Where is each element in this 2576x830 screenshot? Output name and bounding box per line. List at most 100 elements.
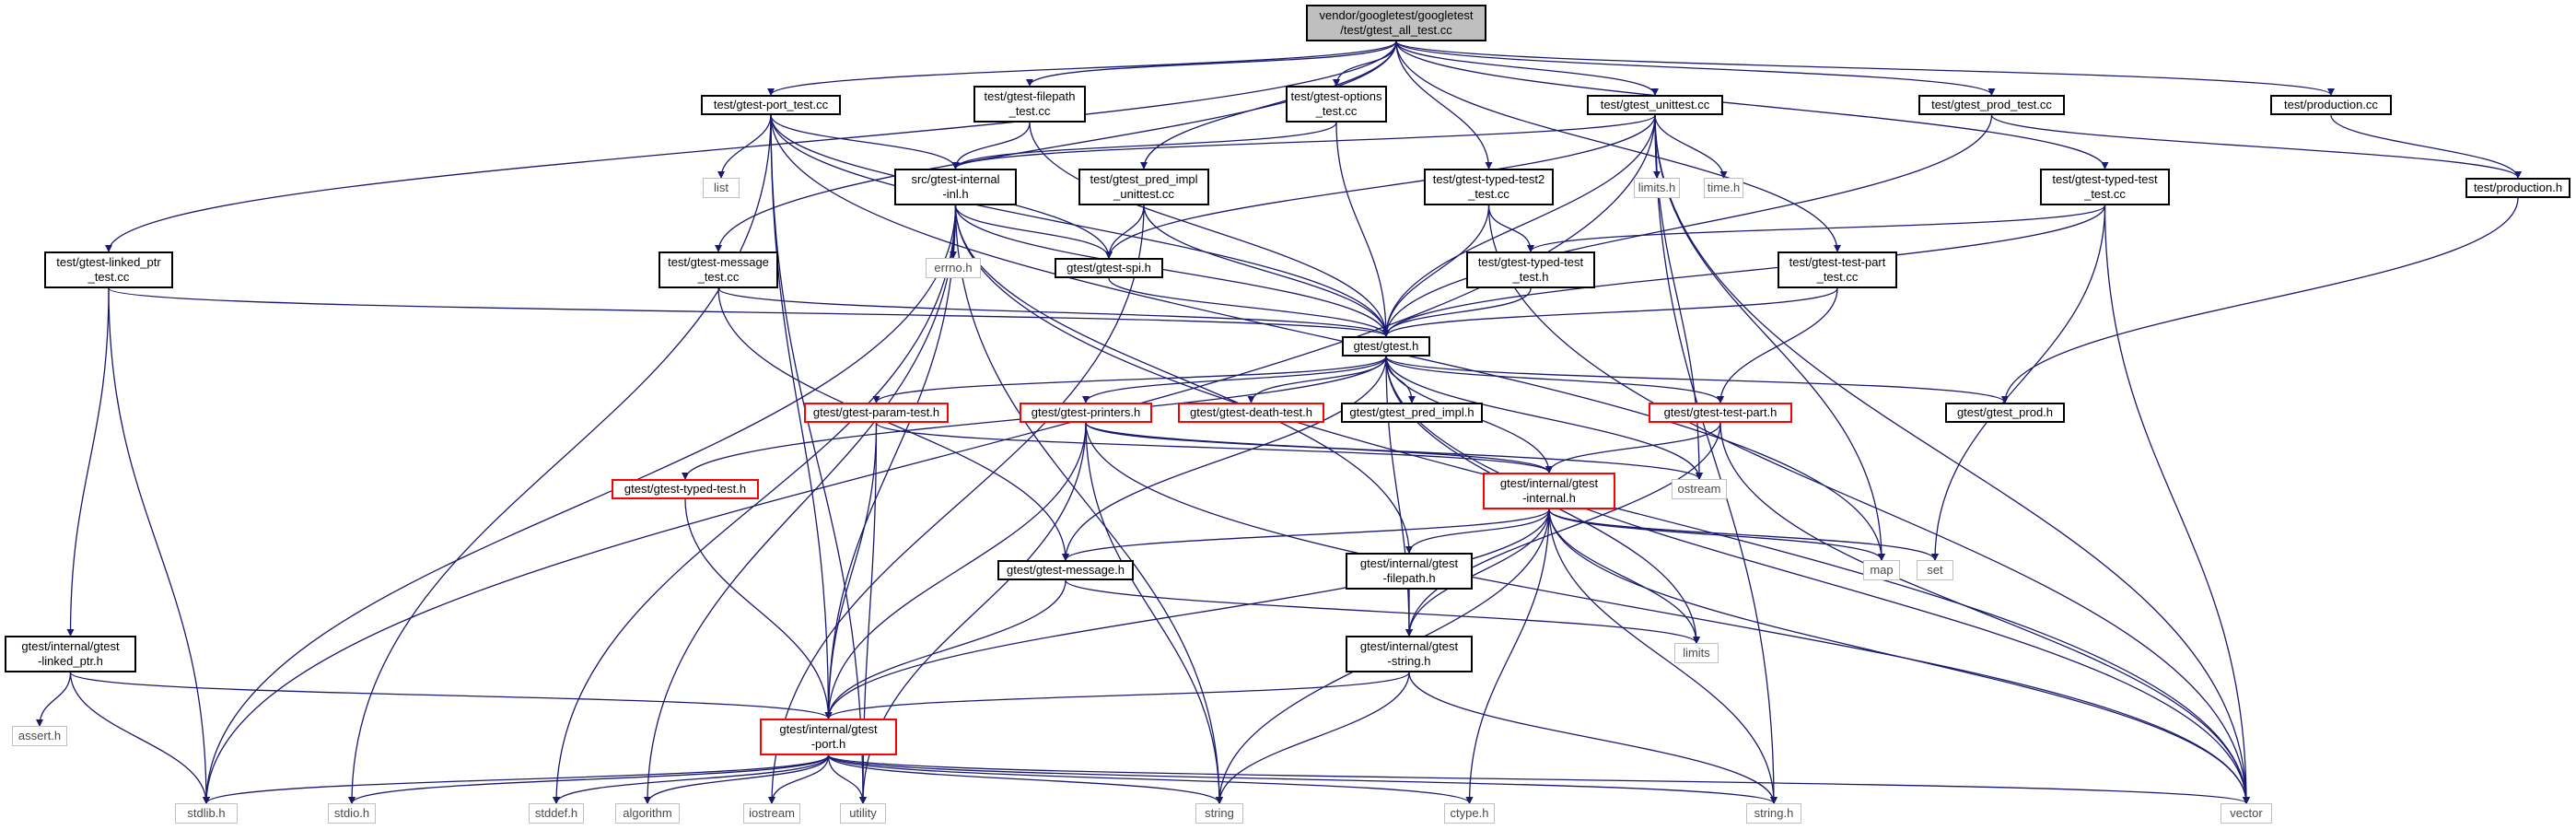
node-label-line: -inl.h <box>942 187 969 201</box>
edge-src_internal_inl-to-gtest_spi <box>954 205 1113 259</box>
node-production-h[interactable]: test/production.h <box>2465 178 2570 198</box>
edge-root-to-production_cc <box>1395 41 2335 96</box>
node-pred-impl-h[interactable]: gtest/gtest_pred_impl.h <box>1341 403 1483 423</box>
node-production-cc[interactable]: test/production.cc <box>2270 95 2392 115</box>
edge-pred_impl_unittest-to-gtest_h <box>1143 205 1390 337</box>
edge-port_test-to-gtest_h <box>770 114 1390 337</box>
edge-gtest_h-to-message_h <box>1062 356 1387 561</box>
edge-port_test-to-map <box>770 114 1885 561</box>
node-test-part-test[interactable]: test/gtest-test-part_test.cc <box>1778 251 1897 288</box>
edge-port_h-to-stdio_h <box>348 754 830 804</box>
edge-port_test-to-stdio_h <box>348 114 772 804</box>
node-ostream: ostream <box>1672 479 1727 499</box>
node-death-test[interactable]: gtest/gtest-death-test.h <box>1178 403 1324 423</box>
node-label-line: -port.h <box>810 737 846 751</box>
edge-test_part_test-to-test_part_h <box>1717 287 1838 403</box>
edge-port_test-to-port_h <box>770 114 833 719</box>
edge-message_h-to-limits <box>1065 579 1700 644</box>
edge-gtest_h-to-param_test <box>872 356 1387 403</box>
node-label-line: list <box>714 181 729 194</box>
node-prod-test[interactable]: test/gtest_prod_test.cc <box>1918 95 2065 115</box>
edge-linked_ptr_test-to-stdlib_h <box>108 287 210 804</box>
edge-port_h-to-string <box>827 754 1223 804</box>
edge-port_test-to-list <box>717 114 772 179</box>
node-utility: utility <box>840 803 886 824</box>
node-label-line: test/gtest-message <box>668 255 769 269</box>
edge-gtest_h-to-test_part_h <box>1385 356 1724 403</box>
node-label-line: -linked_ptr.h <box>38 654 103 668</box>
edge-root-to-linked_ptr_test <box>105 41 1397 252</box>
edge-printers-to-ostream <box>1085 422 1703 480</box>
node-pred-impl-unittest[interactable]: test/gtest_pred_impl_unittest.cc <box>1078 169 1209 205</box>
edge-internal_h-to-internal_string <box>1405 509 1550 637</box>
edge-internal_string-to-string_h <box>1408 672 1778 804</box>
edge-filepath_test-to-gtest_h <box>1029 122 1390 337</box>
node-internal-string[interactable]: gtest/internal/gtest-string.h <box>1346 636 1473 672</box>
node-linked-ptr-h[interactable]: gtest/internal/gtest-linked_ptr.h <box>5 636 136 672</box>
node-internal-h[interactable]: gtest/internal/gtest-internal.h <box>1483 473 1615 509</box>
node-label-line: gtest/gtest_pred_impl.h <box>1349 405 1474 419</box>
node-label-line: test/gtest-options <box>1290 89 1382 103</box>
edge-typed_test_cc-to-vector <box>2104 205 2250 804</box>
edge-test_part_test-to-gtest_h <box>1382 287 1838 337</box>
node-port-h[interactable]: gtest/internal/gtest-port.h <box>760 719 897 755</box>
node-internal-filepath[interactable]: gtest/internal/gtest-filepath.h <box>1346 553 1473 590</box>
node-label-line: stdlib.h <box>187 806 226 820</box>
node-test-part-h[interactable]: gtest/gtest-test-part.h <box>1649 403 1792 423</box>
node-label-line: _test.cc <box>1468 187 1509 201</box>
edge-typed_test_cc-to-typed_test_h_test <box>1527 205 2106 252</box>
node-param-test[interactable]: gtest/gtest-param-test.h <box>804 403 949 423</box>
edge-param_test-to-internal_h <box>875 422 1553 473</box>
node-typed-test-h-test[interactable]: test/gtest-typed-test_test.h <box>1466 251 1595 288</box>
edge-unittest-to-stdlib_h <box>203 114 1656 804</box>
node-label-line: set <box>1927 563 1943 577</box>
node-gtest-prod-h[interactable]: gtest/gtest_prod.h <box>1945 403 2065 423</box>
node-label-line: algorithm <box>623 806 672 820</box>
edge-test_part_h-to-vector <box>1719 422 2250 804</box>
edge-printers-to-vector <box>1085 422 2250 804</box>
edge-internal_h-to-internal_filepath <box>1405 509 1550 554</box>
node-label-line: vector <box>2230 806 2263 820</box>
edge-internal_h-to-string_h <box>1548 509 1778 804</box>
edge-param_test-to-port_h <box>824 422 878 719</box>
edge-port_h-to-iostream <box>768 754 830 804</box>
node-port-test[interactable]: test/gtest-port_test.cc <box>701 95 841 115</box>
node-assert-h: assert.h <box>12 726 67 746</box>
node-label-line: _test.cc <box>1816 270 1859 284</box>
node-typed-test2[interactable]: test/gtest-typed-test2_test.cc <box>1424 169 1554 205</box>
node-label-line: test/gtest-port_test.cc <box>713 98 829 111</box>
node-string: string <box>1195 803 1243 824</box>
node-label-line: test/production.cc <box>2284 98 2378 111</box>
edge-typed_test2-to-typed_test_h_test <box>1487 205 1534 252</box>
node-string-h: string.h <box>1746 803 1801 824</box>
node-stdio-h: stdio.h <box>328 803 376 824</box>
edge-src_internal_inl-to-string <box>954 205 1223 804</box>
node-message-test[interactable]: test/gtest-message_test.cc <box>659 251 778 288</box>
node-label-line: test/gtest-typed-test <box>1477 255 1584 269</box>
node-options-test[interactable]: test/gtest-options_test.cc <box>1286 86 1387 123</box>
edge-test_part_h-to-internal_string <box>1405 422 1721 637</box>
node-gtest-h[interactable]: gtest/gtest.h <box>1342 336 1430 357</box>
edge-src_internal_inl-to-port_h <box>824 205 957 719</box>
node-linked-ptr-test[interactable]: test/gtest-linked_ptr_test.cc <box>44 251 173 288</box>
edge-gtest_h-to-vector <box>1385 356 2250 804</box>
node-root[interactable]: vendor/googletest/googletest/test/gtest_… <box>1306 5 1486 41</box>
edge-unittest-to-time_h <box>1654 114 1728 179</box>
node-typed-test-cc[interactable]: test/gtest-typed-test_test.cc <box>2040 169 2170 205</box>
node-stddef-h: stddef.h <box>529 803 584 824</box>
node-label-line: _test.cc <box>1008 104 1051 118</box>
node-src-internal-inl[interactable]: src/gtest-internal-inl.h <box>894 169 1017 205</box>
node-label-line: test/gtest_prod_test.cc <box>1931 98 2052 111</box>
node-printers[interactable]: gtest/gtest-printers.h <box>1020 403 1152 423</box>
edge-linked_ptr_h-to-port_h <box>69 672 833 719</box>
edge-prod_test-to-gtest_h <box>1382 114 1993 337</box>
node-label-line: _test.cc <box>87 270 130 284</box>
node-message-h[interactable]: gtest/gtest-message.h <box>997 560 1134 580</box>
node-typed-test-h[interactable]: gtest/gtest-typed-test.h <box>612 479 759 499</box>
node-algorithm: algorithm <box>615 803 680 824</box>
node-label-line: gtest/gtest-printers.h <box>1031 405 1141 419</box>
node-filepath-test[interactable]: test/gtest-filepath_test.cc <box>973 86 1086 123</box>
node-unittest[interactable]: test/gtest_unittest.cc <box>1587 95 1723 115</box>
node-gtest-spi[interactable]: gtest/gtest-spi.h <box>1055 258 1163 278</box>
edge-printers-to-string <box>1085 422 1223 804</box>
